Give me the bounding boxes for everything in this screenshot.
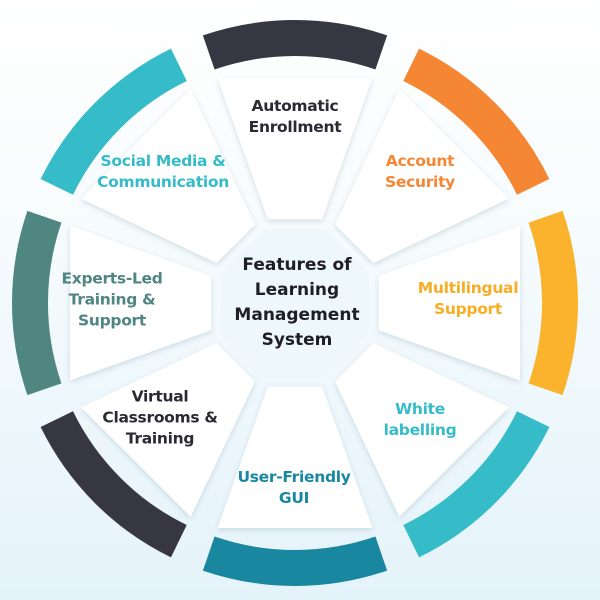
label-virtual-classrooms: Virtual Classrooms & Training (102, 387, 218, 448)
label-account-security: Account Security (385, 152, 455, 191)
arc-account-security (403, 48, 550, 195)
arc-virtual-classrooms (40, 411, 187, 558)
wedge-multilingual-support (378, 225, 521, 381)
center-title: Features of Learning Management System (234, 255, 360, 350)
wedge-account-security (334, 89, 509, 264)
arc-multilingual-support (528, 210, 578, 396)
label-multilingual-support: Multilingual Support (417, 279, 519, 318)
label-social-media: Social Media & Communication (97, 152, 229, 191)
center-hub (221, 229, 369, 377)
wedge-user-friendly-gui (217, 386, 373, 529)
label-experts-led-training: Experts-Led Training & Support (61, 269, 163, 330)
label-white-labelling: White labelling (383, 400, 457, 439)
label-automatic-enrollment: Automatic Enrollment (248, 97, 342, 136)
arc-social-media (40, 48, 187, 195)
wedge-experts-led-training (69, 225, 212, 381)
wedge-automatic-enrollment (217, 77, 373, 220)
arc-automatic-enrollment (202, 20, 388, 70)
wedge-social-media (81, 89, 256, 264)
arc-white-labelling (403, 411, 550, 558)
wedge-virtual-classrooms (81, 342, 256, 517)
arc-user-friendly-gui (202, 536, 388, 587)
arc-experts-led-training (12, 210, 62, 396)
label-user-friendly-gui: User-Friendly GUI (237, 468, 351, 507)
wedge-white-labelling (334, 342, 509, 517)
